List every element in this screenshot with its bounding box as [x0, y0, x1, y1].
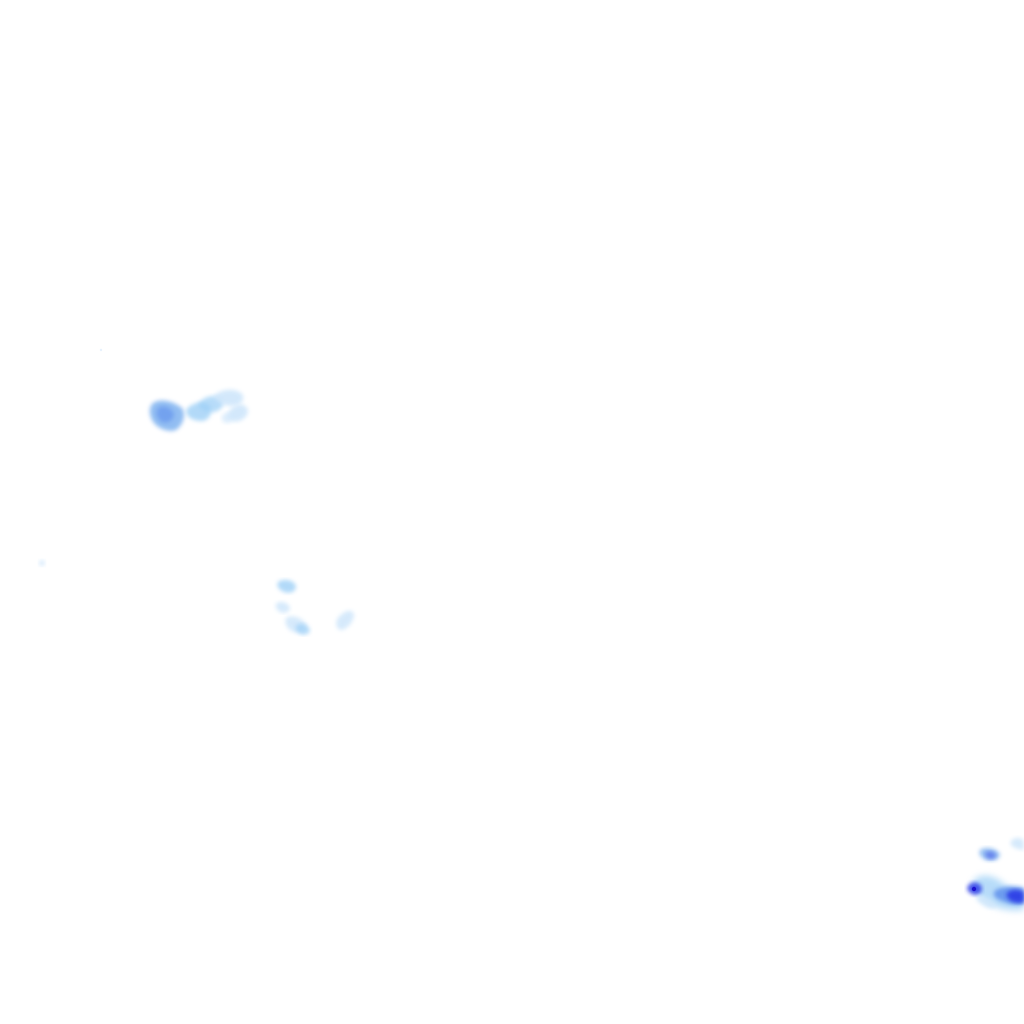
precip-blob [1010, 837, 1024, 850]
precip-blob [336, 610, 354, 630]
precipitation-specks [39, 348, 103, 566]
precip-blob [985, 851, 996, 860]
precipitation-cell-west [149, 389, 248, 431]
precip-blob [221, 412, 233, 423]
precipitation-cell-southeast [967, 837, 1024, 911]
precip-blob [227, 404, 248, 422]
precip-blob [295, 623, 310, 635]
precip-blob [156, 406, 174, 423]
precip-blob [214, 389, 244, 406]
precip-blob [275, 601, 290, 613]
precip-blob [277, 579, 296, 593]
precip-speck [99, 348, 103, 352]
precip-blob [1006, 889, 1024, 903]
precip-speck [39, 560, 45, 566]
precipitation-cell-central [275, 579, 354, 635]
precip-blob [977, 896, 996, 909]
precip-core [971, 886, 977, 892]
